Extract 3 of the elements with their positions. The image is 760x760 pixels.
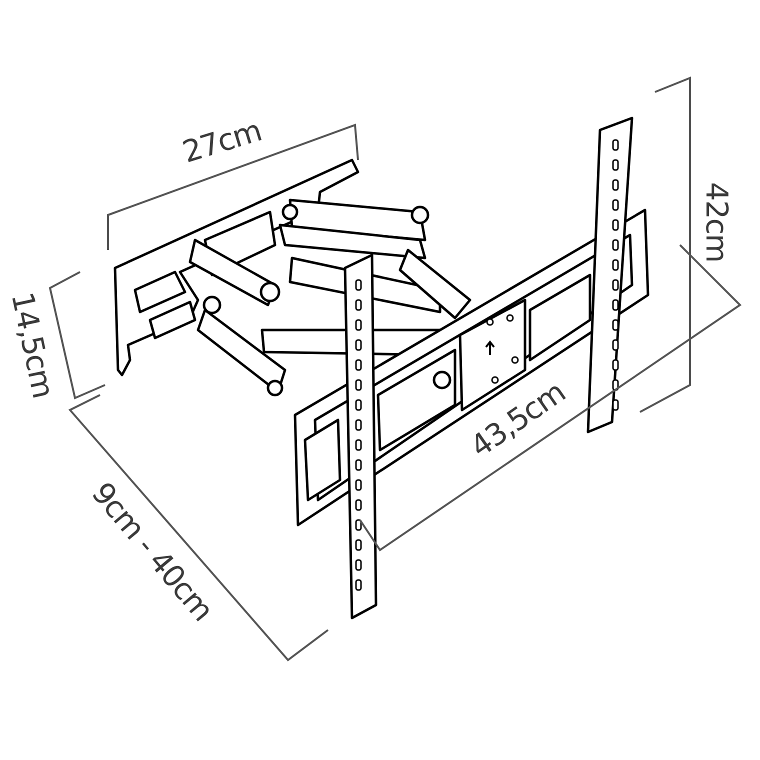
dimension-label: 27cm [178, 114, 266, 170]
dimension-label: 14,5cm [4, 289, 60, 401]
dimension-label: 42cm [698, 182, 734, 262]
